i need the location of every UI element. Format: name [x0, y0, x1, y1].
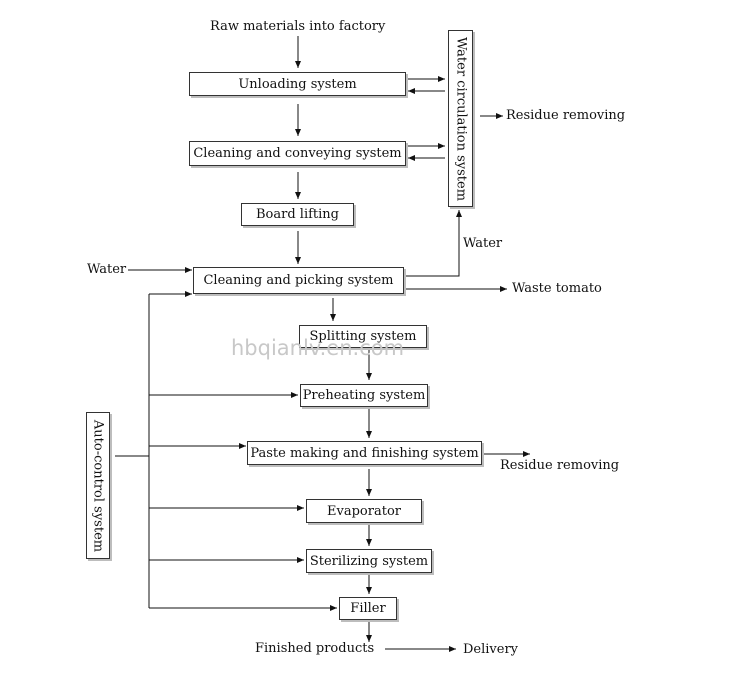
- water-return-label: Water: [463, 236, 503, 251]
- delivery-label: Delivery: [463, 642, 519, 657]
- residue-removing-label: Residue removing: [506, 108, 626, 123]
- residue-removing-label-2: Residue removing: [500, 458, 620, 473]
- sterilizing-system-box: Sterilizing system: [306, 549, 432, 573]
- raw-materials-label: Raw materials into factory: [210, 19, 386, 34]
- board-lifting-box: Board lifting: [241, 203, 354, 226]
- cleaning-conveying-box: Cleaning and conveying system: [189, 141, 406, 166]
- arrow-picking-water-return: [405, 210, 462, 277]
- water-in-label: Water: [87, 262, 127, 277]
- cleaning-picking-box: Cleaning and picking system: [193, 267, 404, 294]
- splitting-system-box: Splitting system: [299, 325, 427, 348]
- water-circulation-label: Water circulation system: [453, 36, 468, 201]
- unloading-system-box: Unloading system: [189, 72, 406, 96]
- paste-making-box: Paste making and finishing system: [247, 441, 482, 465]
- preheating-system-box: Preheating system: [300, 384, 428, 407]
- waste-tomato-label: Waste tomato: [512, 281, 602, 296]
- water-circulation-box: Water circulation system: [448, 30, 473, 207]
- evaporator-box: Evaporator: [306, 499, 422, 523]
- finished-products-label: Finished products: [255, 641, 375, 656]
- watermark-text: hbqianlv.en.com: [231, 336, 405, 360]
- filler-box: Filler: [339, 597, 397, 620]
- auto-control-box: Auto-control system: [86, 412, 110, 559]
- auto-control-label: Auto-control system: [90, 419, 106, 552]
